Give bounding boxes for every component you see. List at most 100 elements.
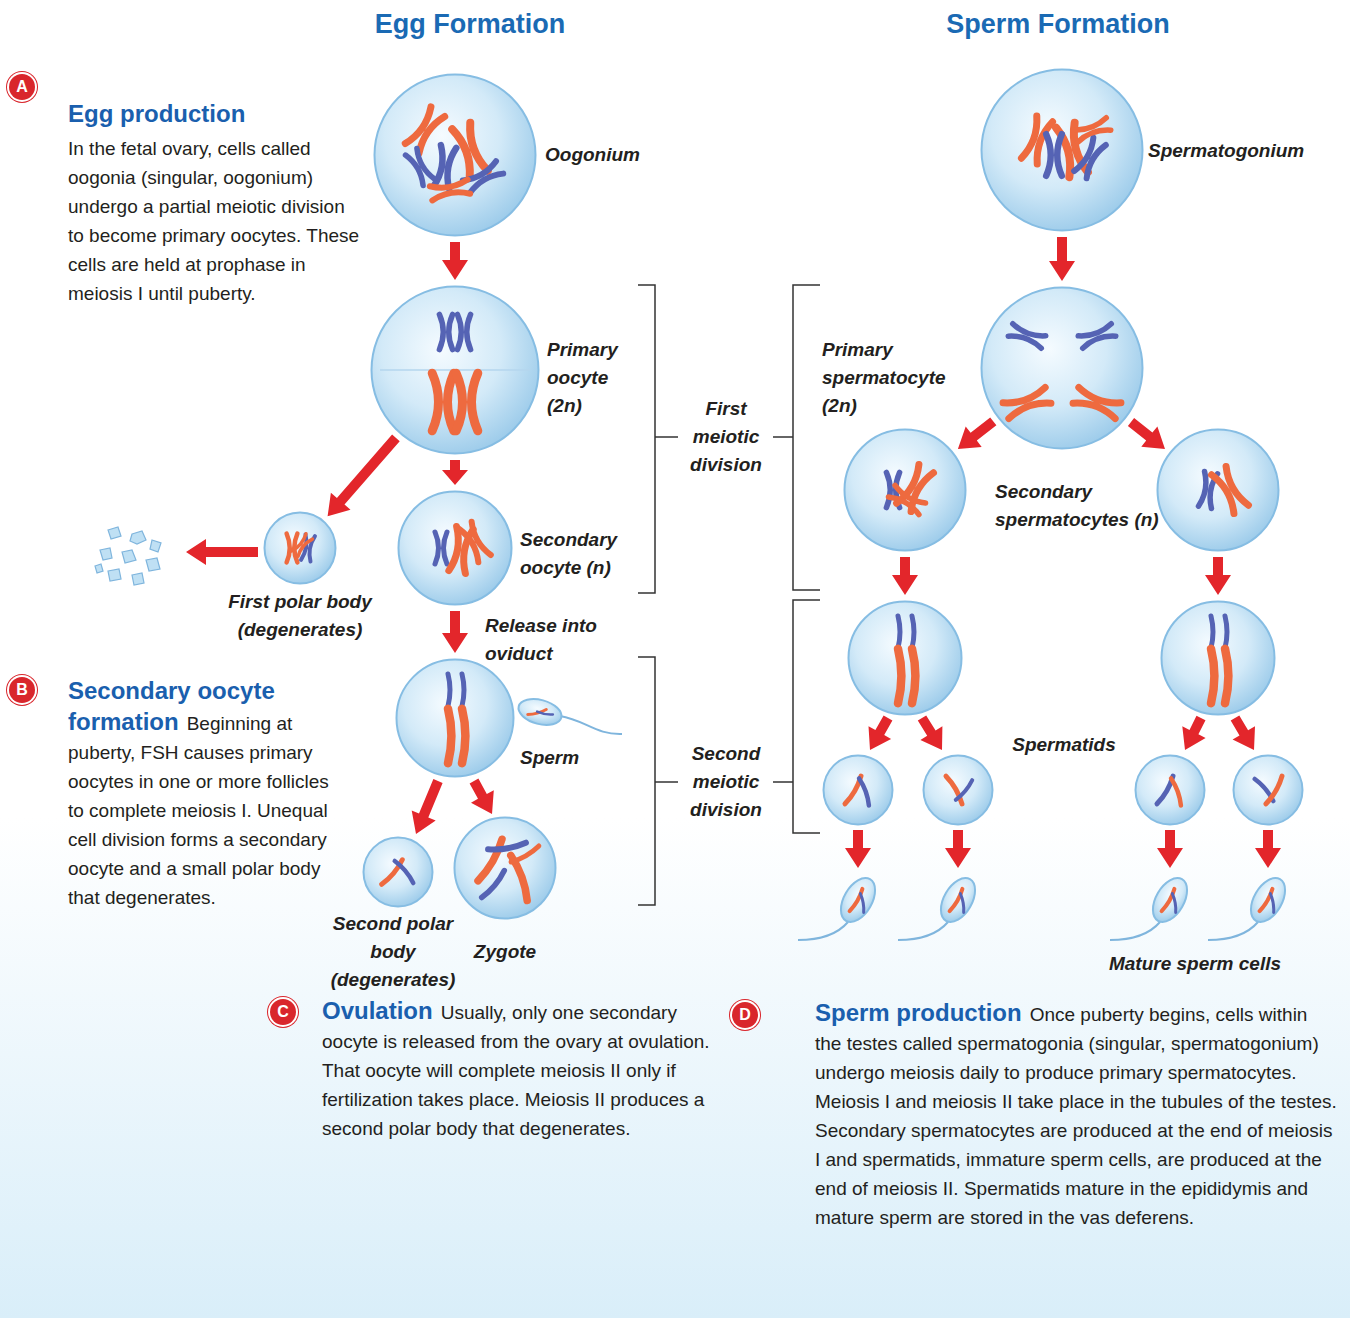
connector-arrow: [328, 435, 400, 517]
illustration-part: [459, 522, 491, 562]
illustration-part: [434, 145, 457, 189]
illustration-part: [1270, 893, 1275, 912]
illustration-part: [364, 838, 433, 907]
illustration-part: [130, 531, 146, 544]
illustration-part: [537, 712, 553, 716]
illustration-part: [439, 314, 452, 349]
illustration-part: [918, 715, 943, 750]
illustration-part: [960, 893, 965, 912]
sperm-label: Sperm: [520, 744, 600, 772]
illustration-part: [462, 674, 464, 706]
illustration-part: [773, 781, 793, 783]
illustration-part: [898, 616, 900, 648]
illustration-part: [328, 435, 400, 517]
illustration-part: [1158, 430, 1279, 551]
cell-outline: [980, 286, 1144, 450]
illustration-part: [638, 657, 655, 905]
callout-letter: B: [9, 677, 35, 703]
cell-node: Spermatogonium: [980, 68, 1144, 232]
illustration-part: [924, 756, 993, 825]
illustration-part: [845, 830, 871, 868]
panel-heading: Egg production: [68, 99, 368, 128]
illustration-part: [898, 649, 901, 703]
illustration-part: [897, 464, 934, 511]
illustration-part: [432, 373, 454, 431]
cell-node: First polar body (degenerates): [263, 511, 337, 585]
illustration-part: [470, 779, 494, 814]
illustration-part: [435, 532, 447, 564]
illustration-part: [186, 539, 258, 565]
cell-label: First polar body (degenerates): [195, 588, 405, 644]
illustration-part: [655, 781, 678, 783]
cell-label: Primary oocyte (2n): [547, 336, 639, 420]
stage-label: Mature sperm cells: [1090, 950, 1300, 978]
illustration-part: [982, 70, 1143, 231]
illustration-part: [1172, 893, 1177, 912]
illustration-part: [132, 573, 144, 585]
callout-letter: A: [9, 74, 35, 100]
cell-node: Zygote: [453, 816, 557, 920]
illustration-part: [442, 460, 468, 485]
illustration-part: [1212, 466, 1249, 513]
illustration-part: [793, 600, 820, 833]
text-panel: OvulationUsually, only one secondary ooc…: [322, 996, 712, 1143]
illustration-part: [793, 285, 820, 590]
illustration-part: [1008, 324, 1046, 348]
illustration-part: [528, 710, 553, 716]
text-panel: Secondary oocyte formationBeginning at p…: [68, 676, 330, 912]
illustration-part: [1244, 872, 1292, 928]
illustration-part: [845, 430, 966, 551]
illustration-part: [1255, 830, 1281, 868]
illustration-part: [100, 548, 112, 560]
illustration-part: [1211, 616, 1213, 648]
illustration-part: [397, 660, 514, 777]
cell-label: Spermatogonium: [1148, 137, 1338, 165]
illustration-part: [824, 756, 893, 825]
illustration-part: [1046, 134, 1062, 176]
illustration-part: [399, 492, 512, 605]
illustration-part: [397, 660, 514, 777]
cell-node: Secondary oocyte (n): [397, 490, 513, 606]
cell-label: Secondary oocyte (n): [520, 526, 645, 582]
bracket-label: First meiotic division: [683, 395, 769, 479]
illustration-part: [1073, 387, 1121, 418]
illustration-part: [448, 674, 450, 706]
cell-node: Primary oocyte (2n): [370, 285, 540, 455]
illustration-part: [1128, 418, 1165, 449]
cell-node: Primary spermatocyte (2n): [980, 286, 1144, 450]
illustration-part: [912, 649, 915, 703]
illustration-part: [1162, 889, 1177, 913]
connector-arrow: [1049, 237, 1075, 281]
illustration-part: [108, 527, 121, 539]
illustration-part: [1225, 649, 1228, 703]
illustration-part: [462, 709, 465, 763]
illustration-part: [108, 569, 121, 581]
illustration-part: [292, 534, 313, 557]
cell-node: Secondary spermatocytes (n): [843, 428, 967, 552]
cell-outline: [370, 285, 540, 455]
panel-body: Beginning at puberty, FSH causes primary…: [68, 713, 329, 908]
illustration-part: [1078, 324, 1116, 348]
illustration-part: [888, 485, 925, 514]
illustration-part: [1136, 756, 1205, 825]
cell-outline: [397, 490, 513, 606]
connector-arrow: [442, 242, 468, 280]
illustration-part: [95, 564, 103, 573]
illustration-part: [655, 436, 678, 438]
illustration-part: [442, 611, 468, 653]
cell-node: Second polar body (degenerates): [362, 836, 434, 908]
illustration-part: [482, 871, 506, 899]
illustration-part: [859, 778, 871, 806]
illustration-part: [516, 695, 565, 730]
illustration-part: [982, 288, 1143, 449]
illustration-part: [1266, 776, 1284, 805]
illustration-part: [1211, 649, 1214, 703]
illustration-part: [860, 893, 865, 912]
cell-outline: [453, 816, 557, 920]
illustration-part: [430, 180, 470, 201]
illustration-part: [958, 417, 997, 449]
illustration-part: [1208, 922, 1258, 940]
illustration-part: [150, 540, 161, 552]
